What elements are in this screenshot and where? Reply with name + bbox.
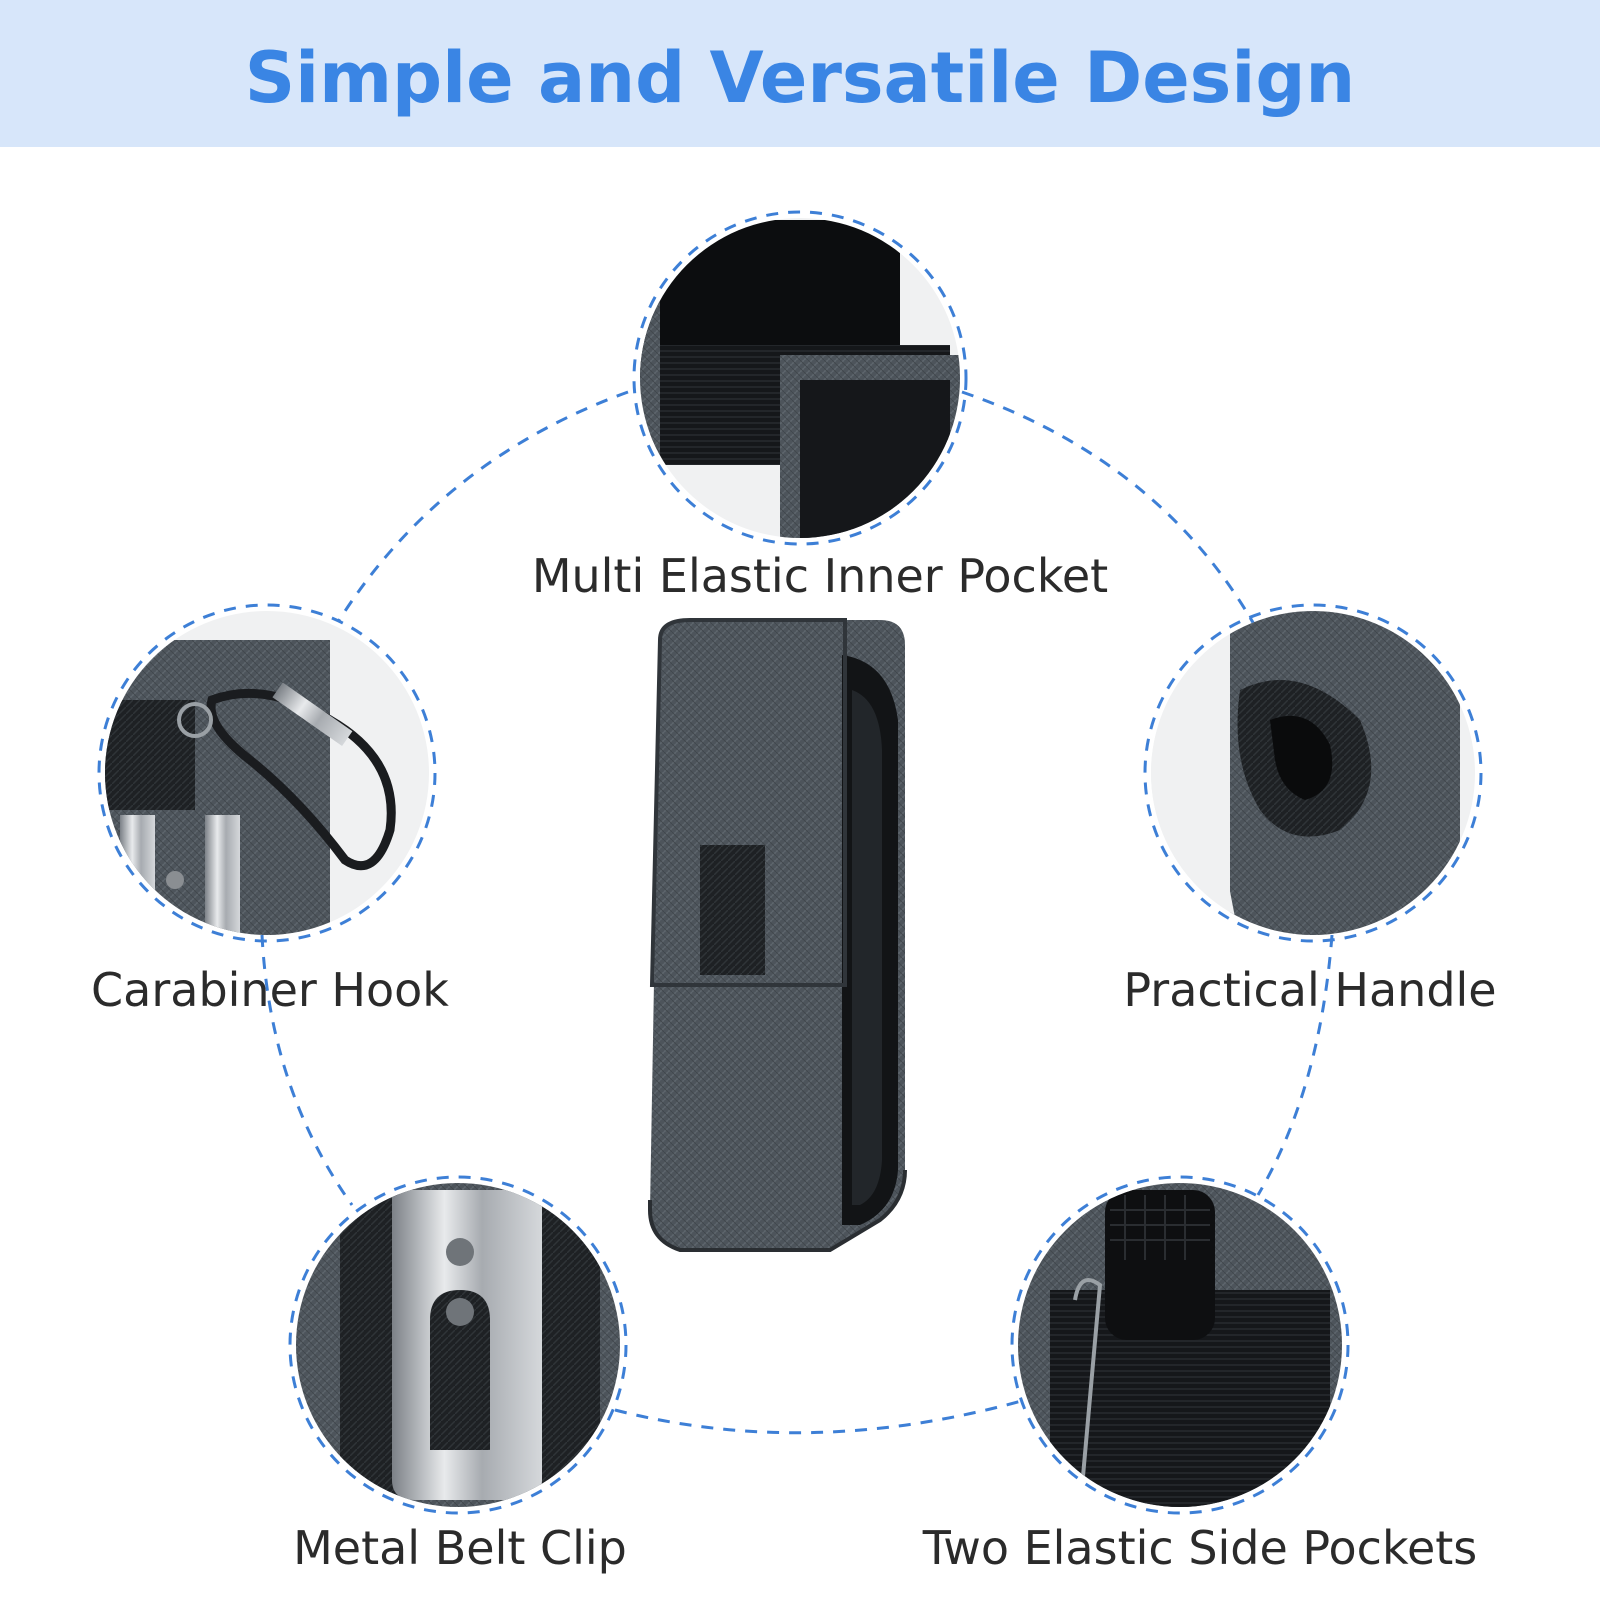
feature-label-carabiner: Carabiner Hook bbox=[91, 963, 449, 1017]
handle-loop-photo bbox=[1143, 603, 1483, 943]
dashed-ring bbox=[260, 390, 1334, 1435]
feature-label-side-pockets: Two Elastic Side Pockets bbox=[922, 1521, 1478, 1575]
pouch-product-image bbox=[648, 618, 907, 1252]
header-banner: Simple and Versatile Design bbox=[0, 0, 1600, 147]
feature-label-handle: Practical Handle bbox=[1123, 963, 1497, 1017]
side-pockets-photo bbox=[1010, 1175, 1350, 1515]
elastic-pocket-photo bbox=[632, 210, 968, 546]
feature-label-inner-pocket: Multi Elastic Inner Pocket bbox=[531, 549, 1109, 603]
belt-clip-photo bbox=[288, 1175, 628, 1515]
carabiner-photo bbox=[97, 603, 437, 943]
feature-label-belt-clip: Metal Belt Clip bbox=[293, 1521, 627, 1575]
page-title: Simple and Versatile Design bbox=[244, 37, 1356, 119]
